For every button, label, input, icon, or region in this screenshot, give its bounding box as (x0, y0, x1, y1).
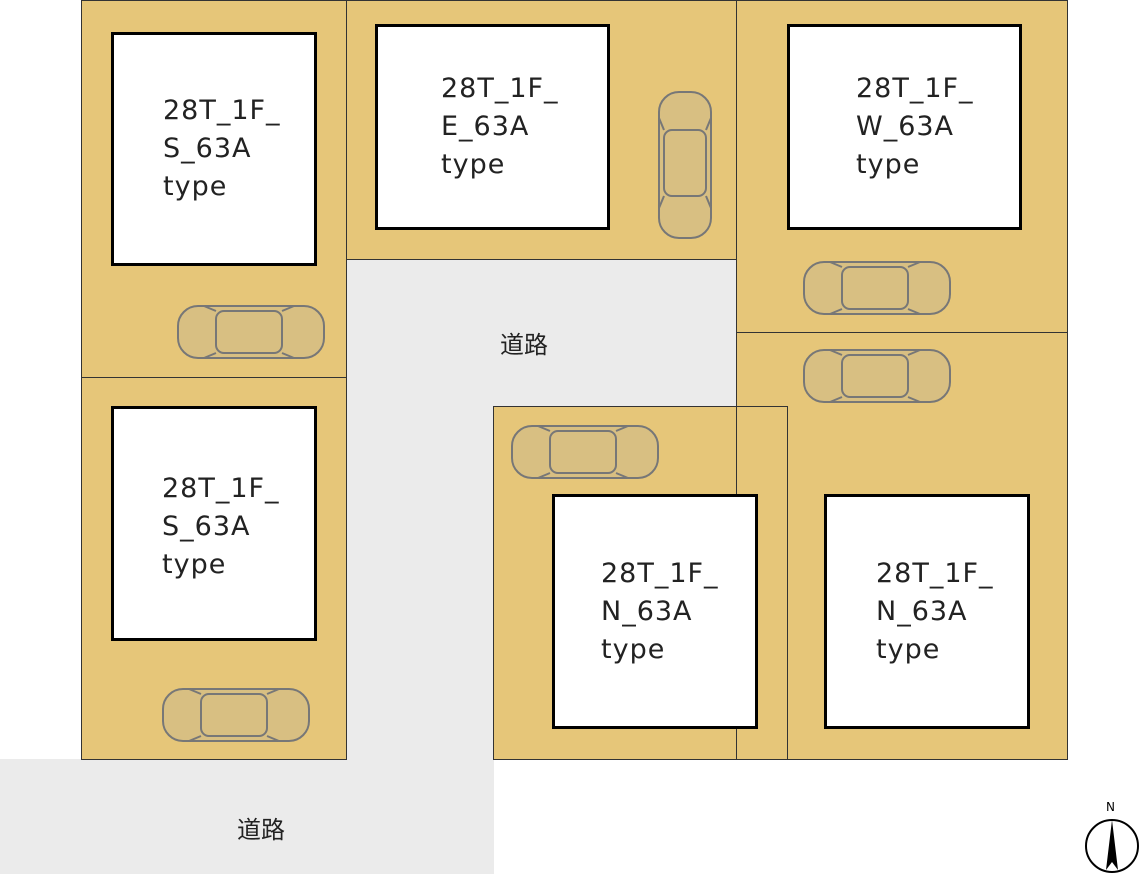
house-north-center (375, 24, 610, 230)
car-icon (510, 422, 660, 482)
house-nw-upper (111, 32, 317, 266)
lot-se-topline (493, 406, 788, 407)
road-label-bottom: 道路 (237, 816, 285, 844)
car-icon (802, 258, 952, 318)
car-icon (655, 90, 715, 240)
house-se-left (552, 494, 758, 729)
house-ne-upper (787, 24, 1022, 230)
house-nw-lower (111, 406, 317, 641)
north-arrow-icon: N (1084, 800, 1140, 874)
house-se-right (824, 494, 1030, 729)
road-bottom (0, 759, 494, 874)
compass-n-label: N (1106, 800, 1115, 814)
car-icon (802, 346, 952, 406)
road-label-main: 道路 (500, 331, 548, 359)
car-icon (161, 685, 311, 745)
car-icon (176, 302, 326, 362)
lot-se-divider (787, 406, 788, 760)
